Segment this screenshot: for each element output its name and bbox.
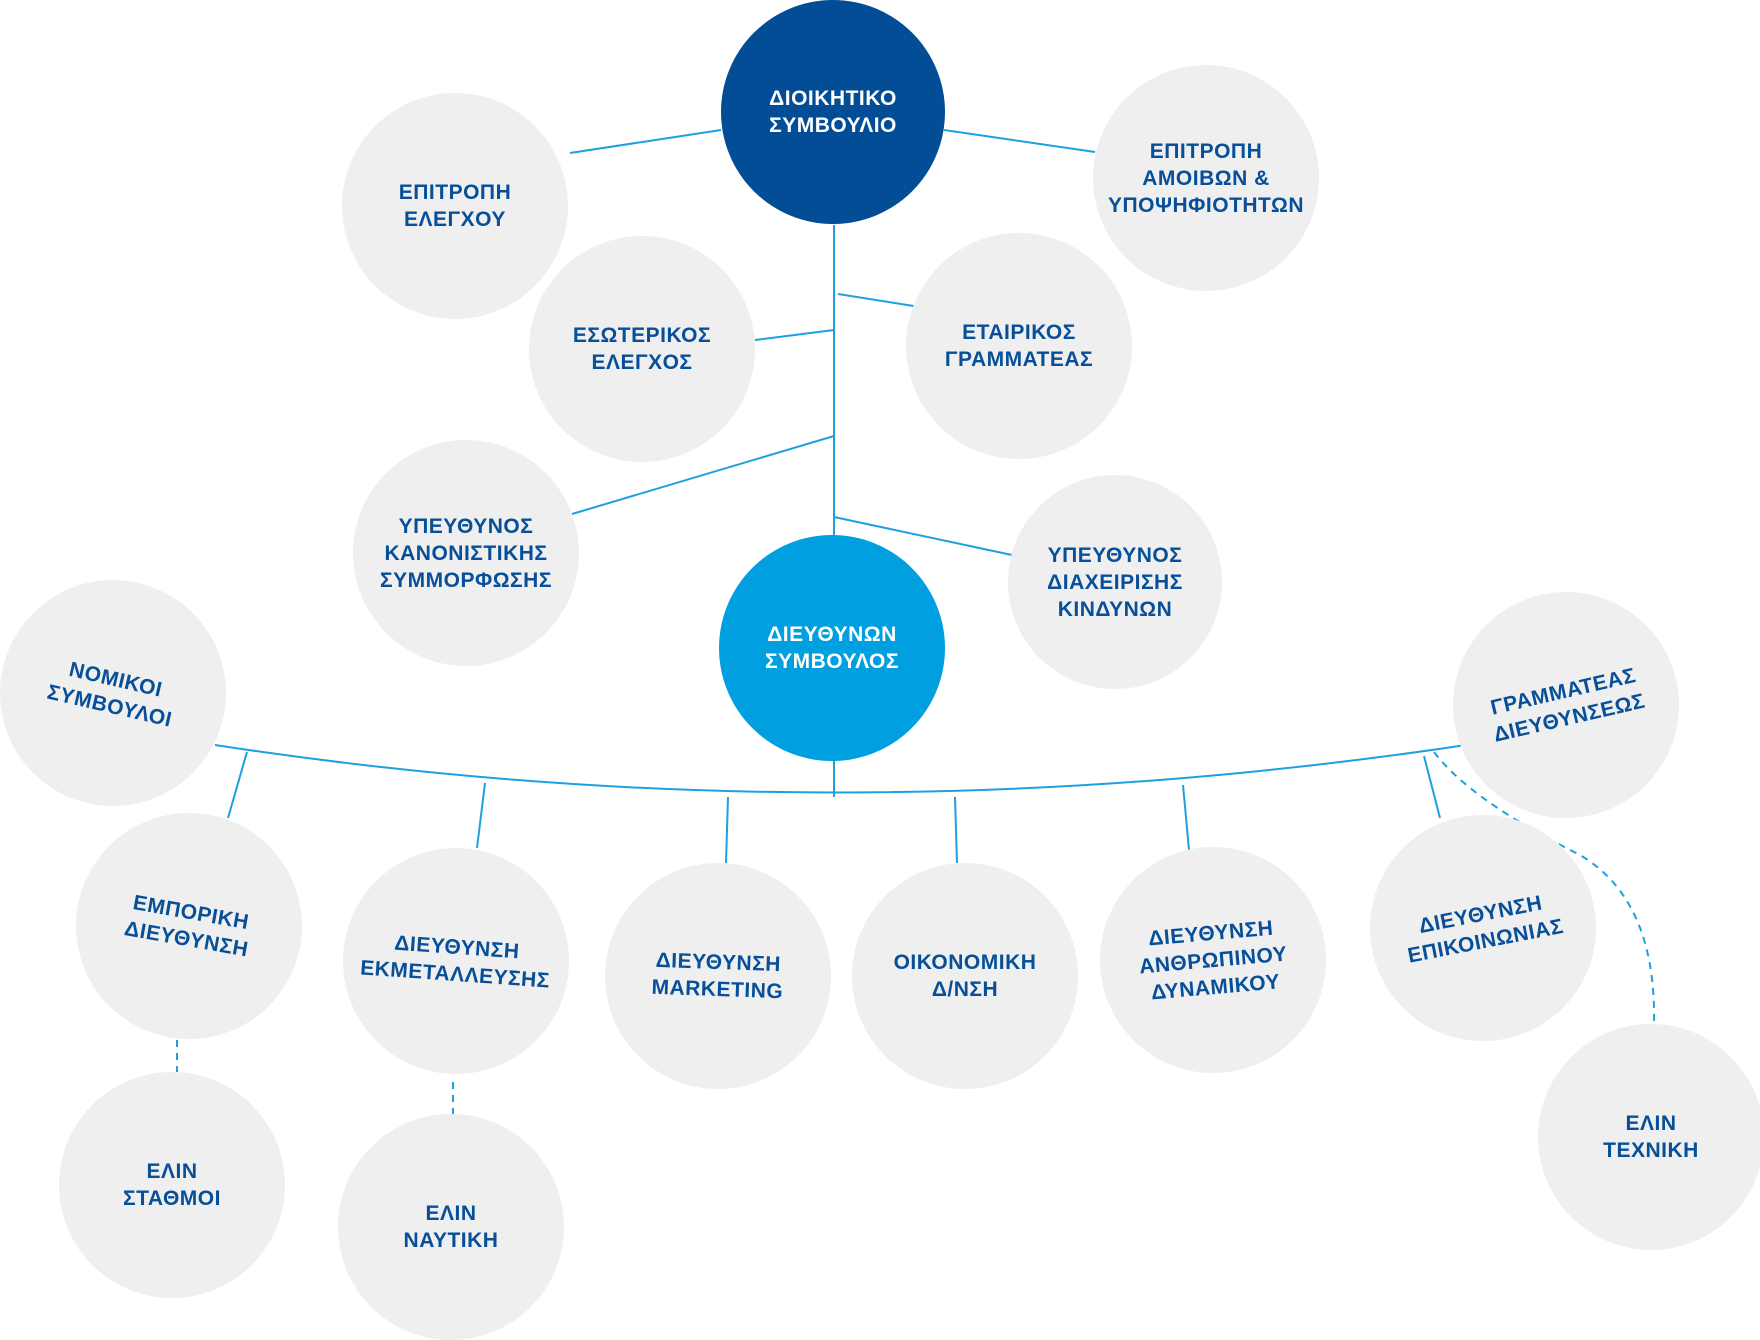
- elin-naval-node[interactable]: ΕΛΙΝ ΝΑΥΤΙΚΗ: [338, 1114, 564, 1340]
- corporate-secretary-label: ΕΤΑΙΡΙΚΟΣ ΓΡΑΜΜΑΤΕΑΣ: [944, 321, 1094, 371]
- connector-marketing: [725, 796, 729, 864]
- legal-advisors-label: ΝΟΜΙΚΟΙ ΣΥΜΒΟΥΛΟΙ: [45, 657, 175, 732]
- connector-hr: [1182, 784, 1190, 851]
- remuneration-committee-node[interactable]: ΕΠΙΤΡΟΠΗ ΑΜΟΙΒΩΝ & ΥΠΟΨΗΦΙΟΤΗΤΩΝ: [1093, 65, 1319, 291]
- connector-finance: [954, 796, 958, 864]
- operations-label: ΔΙΕΥΘΥΝΣΗ ΕΚΜΕΤΑΛΛΕΥΣΗΣ: [359, 931, 551, 993]
- operations-node[interactable]: ΔΙΕΥΘΥΝΣΗ ΕΚΜΕΤΑΛΛΕΥΣΗΣ: [343, 848, 569, 1074]
- connector-legal: [227, 751, 248, 819]
- audit-committee-node[interactable]: ΕΠΙΤΡΟΠΗ ΕΛΕΓΧΟΥ: [342, 93, 568, 319]
- internal-audit-label: ΕΣΩΤΕΡΙΚΟΣ ΕΛΕΓΧΟΣ: [572, 324, 712, 374]
- connector-compliance: [571, 435, 835, 515]
- connector-risk: [833, 516, 1013, 556]
- connector-board-remuneration: [943, 129, 1096, 153]
- ceo-label: ΔΙΕΥΘΥΝΩΝ ΣΥΜΒΟΥΛΟΣ: [765, 623, 899, 673]
- marketing-label: ΔΙΕΥΘΥΝΣΗ MARKETING: [651, 948, 784, 1004]
- risk-officer-label: ΥΠΕΥΘΥΝΟΣ ΔΙΑΧΕΙΡΙΣΗΣ ΚΙΝΔΥΝΩΝ: [1047, 543, 1183, 621]
- management-secretary-label: ΓΡΑΜΜΑΤΕΑΣ ΔΙΕΥΘΥΝΣΕΩΣ: [1488, 663, 1647, 747]
- compliance-officer-node[interactable]: ΥΠΕΥΘΥΝΟΣ ΚΑΝΟΝΙΣΤΙΚΗΣ ΣΥΜΜΟΡΦΩΣΗΣ: [353, 440, 579, 666]
- hr-node[interactable]: ΔΙΕΥΘΥΝΣΗ ΑΝΘΡΩΠΙΝΟΥ ΔΥΝΑΜΙΚΟΥ: [1100, 847, 1326, 1073]
- ceo-node[interactable]: ΔΙΕΥΘΥΝΩΝ ΣΥΜΒΟΥΛΟΣ: [719, 535, 945, 761]
- remuneration-committee-label: ΕΠΙΤΡΟΠΗ ΑΜΟΙΒΩΝ & ΥΠΟΨΗΦΙΟΤΗΤΩΝ: [1108, 139, 1305, 217]
- finance-label: ΟΙΚΟΝΟΜΙΚΗ Δ/ΝΣΗ: [893, 951, 1037, 1001]
- connector-communications-technical: [1433, 751, 1656, 1023]
- risk-officer-node[interactable]: ΥΠΕΥΘΥΝΟΣ ΔΙΑΧΕΙΡΙΣΗΣ ΚΙΝΔΥΝΩΝ: [1008, 475, 1222, 689]
- elin-technical-node[interactable]: ΕΛΙΝ ΤΕΧΝΙΚΗ: [1538, 1024, 1760, 1250]
- communications-node[interactable]: ΔΙΕΥΘΥΝΣΗ ΕΠΙΚΟΙΝΩΝΙΑΣ: [1370, 815, 1596, 1041]
- corporate-secretary-node[interactable]: ΕΤΑΙΡΙΚΟΣ ΓΡΑΜΜΑΤΕΑΣ: [906, 233, 1132, 459]
- internal-audit-node[interactable]: ΕΣΩΤΕΡΙΚΟΣ ΕΛΕΓΧΟΣ: [529, 236, 755, 462]
- connector-corporate-secretary: [837, 293, 921, 308]
- elin-stations-node[interactable]: ΕΛΙΝ ΣΤΑΘΜΟΙ: [59, 1072, 285, 1298]
- connector-communications: [1423, 755, 1441, 819]
- marketing-node[interactable]: ΔΙΕΥΘΥΝΣΗ MARKETING: [605, 863, 831, 1089]
- connector-operations: [476, 782, 486, 849]
- connector-board-audit: [569, 129, 722, 154]
- compliance-officer-label: ΥΠΕΥΘΥΝΟΣ ΚΑΝΟΝΙΣΤΙΚΗΣ ΣΥΜΜΟΡΦΩΣΗΣ: [380, 514, 552, 592]
- legal-advisors-node[interactable]: ΝΟΜΙΚΟΙ ΣΥΜΒΟΥΛΟΙ: [0, 580, 226, 806]
- connector-internal-audit: [754, 329, 835, 341]
- communications-label: ΔΙΕΥΘΥΝΣΗ ΕΠΙΚΟΙΝΩΝΙΑΣ: [1405, 891, 1566, 968]
- commercial-node[interactable]: ΕΜΠΟΡΙΚΗ ΔΙΕΥΘΥΝΣΗ: [76, 813, 302, 1039]
- audit-committee-label: ΕΠΙΤΡΟΠΗ ΕΛΕΓΧΟΥ: [398, 181, 512, 231]
- elin-technical-label: ΕΛΙΝ ΤΕΧΝΙΚΗ: [1603, 1112, 1699, 1162]
- board-label: ΔΙΟΙΚΗΤΙΚΟ ΣΥΜΒΟΥΛΙΟ: [769, 87, 897, 137]
- elin-naval-label: ΕΛΙΝ ΝΑΥΤΙΚΗ: [403, 1202, 499, 1252]
- connector-arc: [214, 744, 1467, 794]
- finance-node[interactable]: ΟΙΚΟΝΟΜΙΚΗ Δ/ΝΣΗ: [852, 863, 1078, 1089]
- commercial-label: ΕΜΠΟΡΙΚΗ ΔΙΕΥΘΥΝΣΗ: [122, 891, 252, 962]
- hr-label: ΔΙΕΥΘΥΝΣΗ ΑΝΘΡΩΠΙΝΟΥ ΔΥΝΑΜΙΚΟΥ: [1138, 916, 1288, 1004]
- elin-stations-label: ΕΛΙΝ ΣΤΑΘΜΟΙ: [123, 1160, 221, 1210]
- management-secretary-node[interactable]: ΓΡΑΜΜΑΤΕΑΣ ΔΙΕΥΘΥΝΣΕΩΣ: [1453, 592, 1679, 818]
- board-node[interactable]: ΔΙΟΙΚΗΤΙΚΟ ΣΥΜΒΟΥΛΙΟ: [721, 0, 945, 224]
